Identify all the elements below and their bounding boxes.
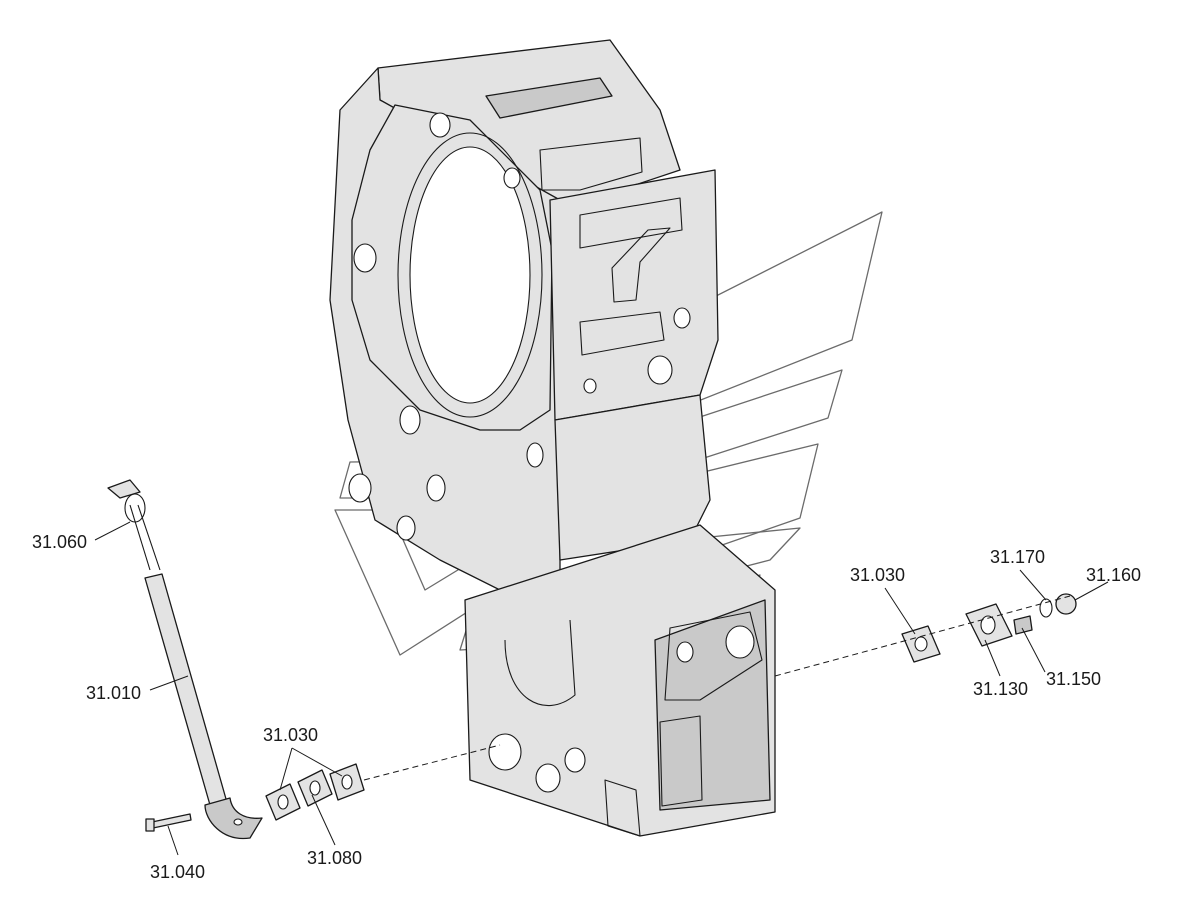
housing-valve-plate [549, 169, 719, 421]
lower-port-3 [564, 747, 586, 773]
gasket-right-bore [914, 636, 928, 652]
valve-channel-2 [611, 227, 671, 303]
lower-block-window [659, 715, 703, 807]
housing-hole-c [396, 515, 416, 541]
lower-port-1 [488, 733, 522, 771]
right-parts [901, 593, 1077, 663]
leader-31150 [1021, 627, 1046, 673]
valve-hole-2 [673, 307, 691, 329]
callout-31060: 31.060 [32, 532, 87, 552]
housing-boss-left [353, 243, 377, 273]
leader-31170 [1019, 569, 1047, 601]
assembly-axes [363, 595, 1071, 781]
valve-channel-3 [579, 311, 665, 356]
lower-bracket-boss [676, 641, 694, 663]
axis-left [363, 744, 501, 781]
leader-31030-left-a [279, 747, 293, 791]
callout-31030-left: 31.030 [263, 725, 318, 745]
housing-bore-large [409, 146, 531, 404]
callout-31010: 31.010 [86, 683, 141, 703]
bolt-head [145, 818, 155, 832]
housing-hole-e [526, 442, 544, 468]
housing-boss-top [429, 112, 451, 138]
housing-hole-d [348, 473, 372, 503]
leader-31040 [167, 825, 179, 856]
callout-31040: 31.040 [150, 862, 205, 882]
housing-top-step [539, 137, 643, 191]
dipstick-assembly [107, 479, 263, 840]
housing-top-opening [485, 77, 613, 119]
lower-port-2 [535, 763, 561, 793]
housing-bore-ring [397, 132, 543, 418]
callout-31150: 31.150 [1046, 669, 1101, 689]
callout-31130: 31.130 [973, 679, 1028, 699]
callout-labels: 31.060 31.010 31.030 31.080 31.040 31.03… [32, 532, 1141, 882]
dipstick-elbow-hole [233, 818, 243, 826]
housing-boss-right [503, 167, 521, 189]
dipstick-rod-1 [129, 504, 151, 571]
leader-31060 [94, 521, 131, 541]
bolt-shank [151, 813, 192, 829]
valve-hole-3 [583, 378, 597, 394]
leader-31130 [984, 639, 1001, 677]
lower-block-bracket [664, 611, 763, 701]
transmission-housing [329, 39, 776, 837]
housing-right-lower [554, 394, 711, 561]
lower-block-u-channel [504, 619, 576, 706]
gasket-left-3-bore [341, 774, 353, 790]
oring-31170 [1039, 598, 1053, 618]
lower-tab [604, 779, 641, 837]
leader-31160 [1074, 581, 1109, 601]
valve-hole-1 [647, 355, 673, 385]
leader-lines [94, 521, 1109, 856]
leader-31080 [311, 794, 336, 846]
dipstick-elbow [204, 797, 263, 840]
axis-right [774, 595, 1071, 677]
housing-hole-a [399, 405, 421, 435]
lower-bracket-hole [725, 625, 755, 659]
callout-31030-right: 31.030 [850, 565, 905, 585]
dipstick-rod-2 [137, 504, 161, 571]
gasket-set-left [265, 763, 365, 821]
cap-31160 [1055, 593, 1077, 615]
bolt-31040 [145, 813, 192, 832]
leader-31030-right [884, 587, 916, 635]
leader-31010 [149, 675, 189, 691]
dipstick-handle [107, 479, 141, 499]
leader-31030-left-b [291, 747, 343, 777]
gasket-left-2-bore [309, 780, 321, 796]
housing-hole-b [426, 474, 446, 502]
plug-31150 [1013, 615, 1033, 635]
valve-channel-1 [579, 197, 683, 249]
callout-31160: 31.160 [1086, 565, 1141, 585]
dipstick-ring [124, 493, 146, 523]
callout-31170: 31.170 [990, 547, 1045, 567]
dipstick-tube [144, 573, 229, 813]
gasket-left-1-bore [277, 794, 289, 810]
cover-bore [980, 615, 996, 635]
callout-31080: 31.080 [307, 848, 362, 868]
